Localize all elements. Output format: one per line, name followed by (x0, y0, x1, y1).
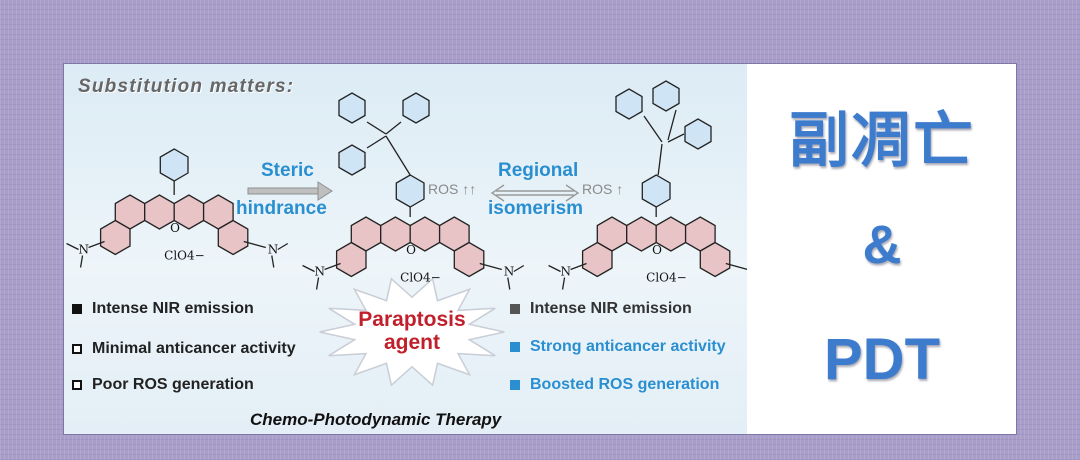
bond (507, 277, 511, 290)
left-bullet-2: Minimal anticancer activity (72, 340, 296, 358)
chinese-title: 副凋亡 (789, 106, 975, 176)
molecule-2-n-right: N (504, 265, 514, 279)
blue-square-icon (510, 342, 520, 352)
bond (385, 135, 411, 176)
bond (88, 240, 105, 249)
molecule-1-counterion: ClO4− (164, 249, 205, 263)
bond (570, 262, 587, 271)
phenyl-ring (159, 148, 189, 182)
bond (479, 262, 502, 271)
bond (513, 264, 525, 273)
right-bullet-2: Strong anticancer activity (510, 338, 726, 356)
left-bullet-1: Intense NIR emission (72, 300, 254, 318)
blue-square-icon (510, 380, 520, 390)
bond (366, 121, 387, 135)
empty-square-icon (72, 344, 82, 354)
molecule-2-counterion: ClO4− (400, 271, 441, 285)
therapy-caption: Chemo-Photodynamic Therapy (250, 410, 502, 429)
subtitle: Substitution matters: (78, 76, 295, 97)
molecule-1-n-right: N (268, 243, 279, 257)
filled-square-icon (72, 304, 82, 314)
bond (366, 135, 387, 149)
regional-label: Regional (498, 160, 579, 181)
empty-square-icon (72, 380, 82, 390)
bond (548, 264, 561, 273)
molecule-1-n-left: N (79, 243, 90, 257)
molecule-2-n-left: N (315, 265, 326, 279)
isomer-arrow-head-left (490, 184, 505, 202)
ros-single-up: ROS ↑ (582, 181, 624, 197)
molecule-1-ring (217, 219, 249, 256)
bond (725, 262, 747, 270)
phenyl-ring (641, 174, 671, 208)
bond (271, 255, 275, 268)
steric-arrow-shaft (247, 187, 319, 195)
molecule-3-counterion: ClO4− (646, 271, 687, 285)
molecule-3-oxygen: O (652, 243, 662, 257)
ros-double-up: ROS ↑↑ (428, 181, 477, 197)
paraptosis-agent-label: Paraptosis agent (358, 308, 466, 354)
molecule-1-oxygen: O (170, 221, 180, 235)
pdt-title: PDT (824, 327, 940, 392)
bond (79, 255, 84, 268)
molecule-3-ring (699, 241, 731, 278)
bond (243, 240, 266, 249)
molecule-1-ring (99, 219, 131, 256)
isomer-arrow-head-right (565, 184, 580, 202)
bond (315, 277, 320, 290)
ampersand: & (862, 215, 902, 275)
bond (324, 262, 341, 271)
phenyl-ring (338, 144, 366, 176)
bond (643, 115, 663, 143)
molecule-3-ring (581, 241, 613, 278)
bond (66, 242, 79, 251)
bond (385, 121, 402, 135)
left-bullet-3: Poor ROS generation (72, 376, 254, 394)
steric-label: Steric (261, 160, 314, 181)
right-bullet-3: Boosted ROS generation (510, 376, 719, 394)
side-panel: 副凋亡 & PDT (747, 64, 1017, 434)
bond (657, 143, 663, 176)
grey-square-icon (510, 304, 520, 314)
bond (561, 277, 566, 290)
right-bullet-1: Intense NIR emission (510, 300, 692, 318)
bond (302, 264, 315, 273)
bond (667, 133, 685, 143)
phenyl-ring (615, 88, 643, 120)
hindrance-label: hindrance (236, 198, 327, 219)
bond (667, 109, 677, 141)
molecule-2-ring (335, 241, 367, 278)
isomerism-label: isomerism (488, 198, 584, 219)
molecule-3-n-left: N (561, 265, 572, 279)
molecule-2-oxygen: O (406, 243, 416, 257)
phenyl-ring (338, 92, 366, 124)
steric-arrow-head (317, 181, 333, 201)
phenyl-ring (652, 80, 680, 112)
starburst-shape (319, 277, 505, 387)
molecule-2-ring (453, 241, 485, 278)
bond (277, 242, 289, 251)
phenyl-ring (684, 118, 712, 150)
phenyl-ring (395, 174, 425, 208)
phenyl-ring (402, 92, 430, 124)
